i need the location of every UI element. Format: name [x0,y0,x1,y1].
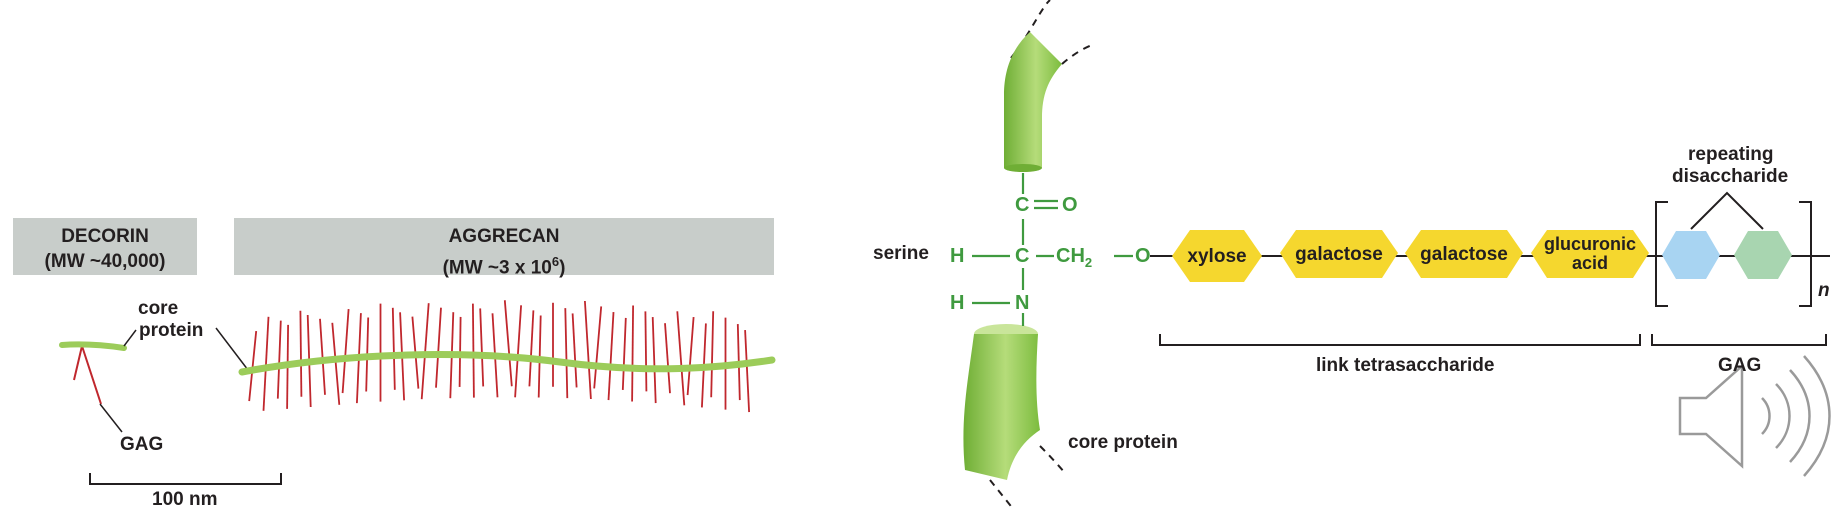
decorin-core-protein [59,341,127,351]
aggrecan-gag-chain [503,300,513,387]
galactose-1-hexagon [1280,230,1398,278]
aggrecan-gag-chain [391,307,396,390]
aggrecan-gag-chain [686,317,695,396]
atom-c-top: C [1015,194,1030,216]
core-protein-pointer-aggrecan [215,327,249,371]
link-brace [1159,334,1641,346]
scale-bar-label: 100 nm [152,489,218,510]
aggrecan-mw: (MW ~3 x 106) [442,254,566,279]
atom-o-link: O [1135,245,1151,267]
atom-o-top: O [1062,194,1078,216]
core-protein-top [1004,0,1093,172]
aggrecan-gag-chain [631,305,634,402]
aggrecan-gag-chain [621,317,627,390]
sugar-label-glucuronic-acid: glucuronic acid [1543,234,1636,273]
serine-bonds [972,173,1133,326]
repeat-bracket-right [1799,201,1812,307]
decorin-title: DECORIN [61,226,149,247]
aggrecan-gag-chain [262,316,270,411]
serine-label: serine [873,243,929,264]
aggrecan-gag-chain [664,323,671,394]
gag-label-left: GAG [120,434,164,455]
glucuronic-acid-hexagon [1531,230,1649,278]
core-protein-label-line1: core [138,298,179,319]
aggrecan-gag-chain [607,312,615,401]
aggrecan-gag-chain [435,307,442,388]
atom-ch2: CH2 [1056,245,1093,270]
atom-h-left: H [950,245,965,267]
decorin-header: DECORIN (MW ~40,000) [13,218,197,275]
sugar-label-xylose: xylose [1187,245,1247,267]
sugar-label-galactose-2: galactose [1420,243,1508,265]
repeat-sugar-blue [1662,231,1720,279]
link-tetrasaccharide-label: link tetrasaccharide [1316,355,1495,376]
aggrecan-gag-chain [472,303,475,398]
aggrecan-gag-chain [564,308,569,399]
repeat-bracket-left [1655,201,1668,307]
aggrecan-gag-chain [676,311,686,406]
aggrecan-gag-chain [744,329,750,413]
aggrecan-gag-chain [331,322,341,405]
aggrecan-gag-chain [299,310,303,397]
scale-bar [89,473,282,485]
gag-pointer [99,403,123,433]
repeating-label-line1: repeating [1688,144,1774,165]
aggrecan-gag-chain [584,300,592,400]
aggrecan-gag-chain [479,308,485,387]
core-protein-bottom [963,324,1067,510]
aggrecan-gag-chain [514,305,522,398]
decorin-gag-chain [73,345,102,405]
aggrecan-gag-chain [248,330,258,402]
core-protein-pointer-decorin [123,329,137,347]
atom-c-center: C [1015,245,1030,267]
xylose-hexagon [1172,230,1262,282]
aggrecan-gag-chain [319,318,326,395]
aggrecan-gag-chain [341,309,350,394]
decorin-molecule [59,341,127,405]
repeat-n-label: n [1818,280,1830,301]
galactose-2-hexagon [1405,230,1523,278]
aggrecan-gag-chain [571,313,578,388]
aggrecan-gag-chain [644,311,648,392]
gag-brace [1651,334,1827,346]
aggrecan-header: AGGRECAN (MW ~3 x 106) [234,218,774,278]
repeat-sugar-green [1734,231,1792,279]
repeat-pointer [1690,191,1764,230]
speaker-icon[interactable] [1678,355,1831,477]
decorin-mw: (MW ~40,000) [44,251,166,272]
aggrecan-gag-chain [593,306,603,389]
sugar-label-galactose-1: galactose [1295,243,1383,265]
core-protein-label-line2: protein [139,320,204,341]
atom-n-bottom: N [1015,292,1030,314]
aggrecan-core-protein [238,351,776,376]
repeating-label-line2: disaccharide [1672,166,1789,187]
gag-label-right: GAG [1718,355,1762,376]
aggrecan-title: AGGRECAN [448,226,560,247]
aggrecan-gag-chain [651,317,657,404]
core-protein-label-right: core protein [1068,432,1178,453]
aggrecan-gag-chain [710,311,715,398]
aggrecan-gag-chain [528,310,535,387]
atom-h-bottom: H [950,292,965,314]
aggrecan-gag-chain [276,320,282,399]
